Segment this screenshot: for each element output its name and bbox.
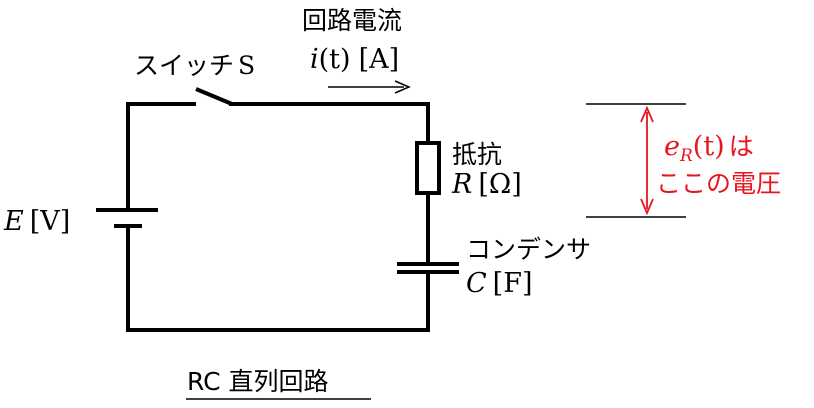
emf-label: E[V] (3, 206, 70, 237)
capacitor-symbol-label: C[F] (466, 268, 532, 299)
switch-blade (195, 87, 233, 106)
resistor-symbol (415, 141, 441, 195)
current-arrowhead (394, 80, 411, 94)
resistor-label: 抵抗 (452, 140, 502, 169)
resistor-symbol-label: R[Ω] (451, 169, 522, 200)
diagram-caption: RC 直列回路 (187, 367, 329, 396)
voltage-label: eR(t)は (664, 131, 754, 166)
voltage-description: ここの電圧 (656, 169, 781, 198)
circuit-wires (126, 87, 430, 332)
voltage-arrowhead-down (640, 198, 654, 216)
voltage-arrowhead-up (640, 105, 654, 123)
capacitor-label: コンデンサ (466, 235, 591, 264)
current-symbol: i(t)[A] (310, 44, 399, 75)
current-label-jp: 回路電流 (302, 6, 402, 35)
